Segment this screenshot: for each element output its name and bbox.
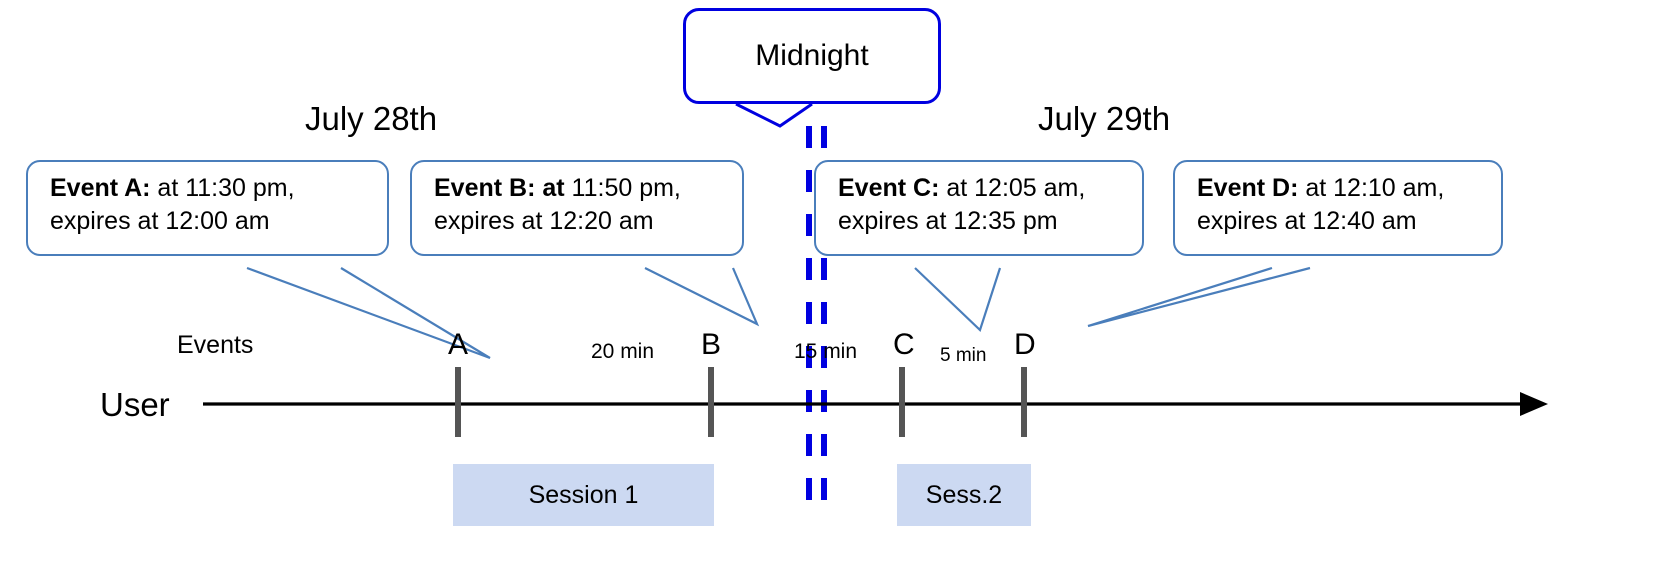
event-c-rest: at 12:05 am,: [939, 174, 1086, 202]
event-c-line2: expires at 12:35 pm: [838, 206, 1058, 235]
midnight-label: Midnight: [755, 39, 869, 72]
midnight-callout-tail: [735, 102, 813, 128]
event-b-rest: 11:50 pm,: [564, 174, 681, 202]
session-2-label: Sess.2: [925, 480, 1003, 509]
interval-label-20min: 20 min: [591, 340, 655, 363]
session-block-1: Session 1: [453, 464, 714, 526]
event-letter-c: C: [893, 328, 915, 361]
interval-label-15min: 15 min: [794, 340, 858, 363]
event-b-callout: Event B: at 11:50 pm, expires at 12:20 a…: [410, 160, 744, 256]
event-a-callout: Event A: at 11:30 pm, expires at 12:00 a…: [26, 160, 389, 256]
event-d-line2: expires at 12:40 am: [1197, 206, 1417, 235]
user-row-label: User: [100, 386, 170, 423]
timeline-arrow-head: [1520, 392, 1548, 416]
day-label-july-28: July 28th: [305, 100, 438, 137]
midnight-callout: Midnight: [683, 8, 941, 104]
event-a-line2: expires at 12:00 am: [50, 206, 270, 235]
interval-label-5min: 5 min: [940, 345, 987, 366]
event-d-callout: Event D: at 12:10 am, expires at 12:40 a…: [1173, 160, 1503, 256]
day-label-july-29: July 29th: [1038, 100, 1171, 137]
event-a-bold: Event A:: [50, 174, 151, 202]
session-1-label: Session 1: [528, 480, 639, 509]
event-c-leader: [914, 267, 1002, 333]
event-b-line2: expires at 12:20 am: [434, 206, 654, 235]
event-c-callout: Event C: at 12:05 am, expires at 12:35 p…: [814, 160, 1144, 256]
event-letter-b: B: [701, 328, 722, 361]
event-letter-d: D: [1014, 328, 1036, 361]
event-a-rest: at 11:30 pm,: [150, 174, 295, 202]
event-letter-a: A: [448, 328, 469, 361]
event-d-bold: Event D:: [1197, 174, 1299, 202]
events-row-label: Events: [177, 331, 254, 359]
event-b-bold: Event B: at: [434, 174, 565, 202]
event-c-bold: Event C:: [838, 174, 940, 202]
session-block-2: Sess.2: [897, 464, 1031, 526]
event-d-rest: at 12:10 am,: [1298, 174, 1445, 202]
event-b-leader: [644, 267, 760, 327]
event-d-leader: [1087, 266, 1311, 328]
